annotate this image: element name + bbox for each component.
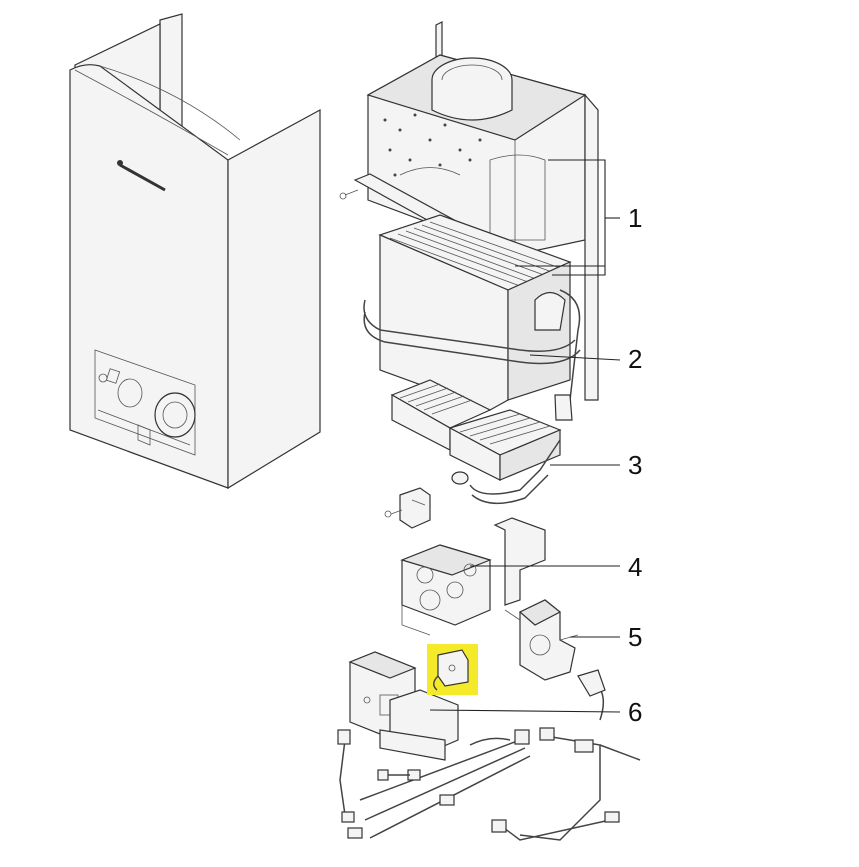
part-6-control-unit [337, 644, 641, 841]
part-2-heat-exchanger [363, 214, 581, 421]
callout-6: 6 [628, 697, 642, 727]
front-casing [69, 13, 321, 490]
callout-numbers: 1 2 3 4 5 6 [628, 203, 642, 727]
callout-4: 4 [628, 552, 642, 582]
callout-1: 1 [628, 203, 642, 233]
part-1-flue-hood [339, 21, 599, 401]
leader-lines [429, 159, 621, 713]
callout-5: 5 [628, 622, 642, 652]
callout-3: 3 [628, 450, 642, 480]
highlighted-part [427, 644, 478, 695]
callout-2: 2 [628, 344, 642, 374]
part-3-burner [384, 379, 562, 529]
brand-logo [117, 160, 166, 192]
part-5-water-unit [504, 599, 579, 681]
part-4-valve-group [400, 517, 546, 636]
